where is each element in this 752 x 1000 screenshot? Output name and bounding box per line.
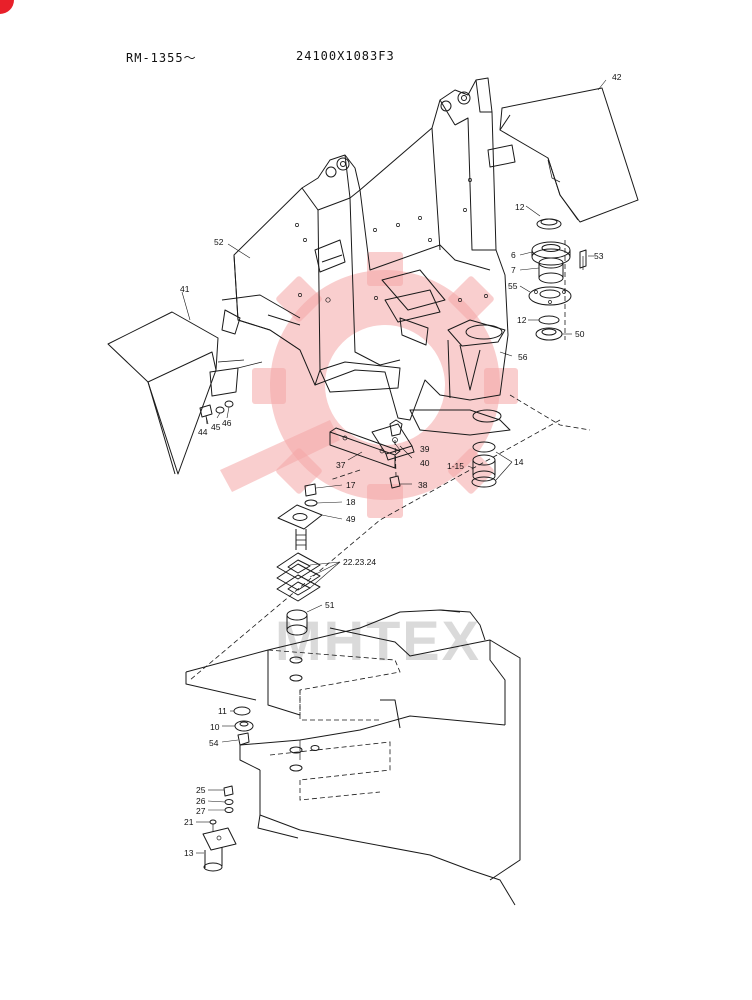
mount-13-part [202,827,237,872]
washer-set-10-11-part [233,706,254,746]
callout-10: 10 [210,722,220,732]
cover-41-part [107,311,263,475]
callout-53: 53 [594,251,604,261]
callout-52: 52 [214,237,224,247]
drawing-code-label: 24100X1083F3 [296,49,395,63]
callout-54: 54 [209,738,219,748]
callout-49: 49 [346,514,356,524]
callout-42: 42 [612,72,622,82]
bearing-stack-part [528,218,587,341]
callout-labels: 42 12 6 7 53 55 12 50 52 56 41 44 45 46 … [180,72,622,858]
callout-18: 18 [346,497,356,507]
bracket-39-40-part [371,419,415,489]
bushing-14-part [471,441,497,488]
callout-14: 14 [514,457,524,467]
red-corner-marker-icon [0,0,14,14]
callout-44: 44 [198,427,208,437]
link-bar-37-part [329,427,401,469]
callout-12-lower: 12 [517,315,527,325]
callout-1-15: 1-15 [447,461,464,471]
callout-41: 41 [180,284,190,294]
main-frame-part [221,77,516,436]
callout-40: 40 [420,458,430,468]
callout-7: 7 [511,265,516,275]
callout-26: 26 [196,796,206,806]
callout-27: 27 [196,806,206,816]
callout-39: 39 [420,444,430,454]
callout-11: 11 [218,706,227,716]
callout-12-upper: 12 [515,202,525,212]
callout-46: 46 [222,418,232,428]
callout-17: 17 [346,480,356,490]
callout-21: 21 [184,817,194,827]
callout-56: 56 [518,352,528,362]
callout-51: 51 [325,600,335,610]
callout-50: 50 [575,329,585,339]
callout-22-23-24: 22.23.24 [343,557,376,567]
chassis-outline-part [185,394,591,906]
model-range-label: RM-1355〜 [126,51,197,65]
callout-13: 13 [184,848,194,858]
bolt-set-21-27-part [209,785,234,832]
callout-6: 6 [511,250,516,260]
callout-38: 38 [418,480,428,490]
callout-55: 55 [508,281,518,291]
callout-37: 37 [336,460,346,470]
callout-45: 45 [211,422,221,432]
cover-42-part [499,87,639,223]
leader-lines [181,79,607,854]
callout-25: 25 [196,785,206,795]
